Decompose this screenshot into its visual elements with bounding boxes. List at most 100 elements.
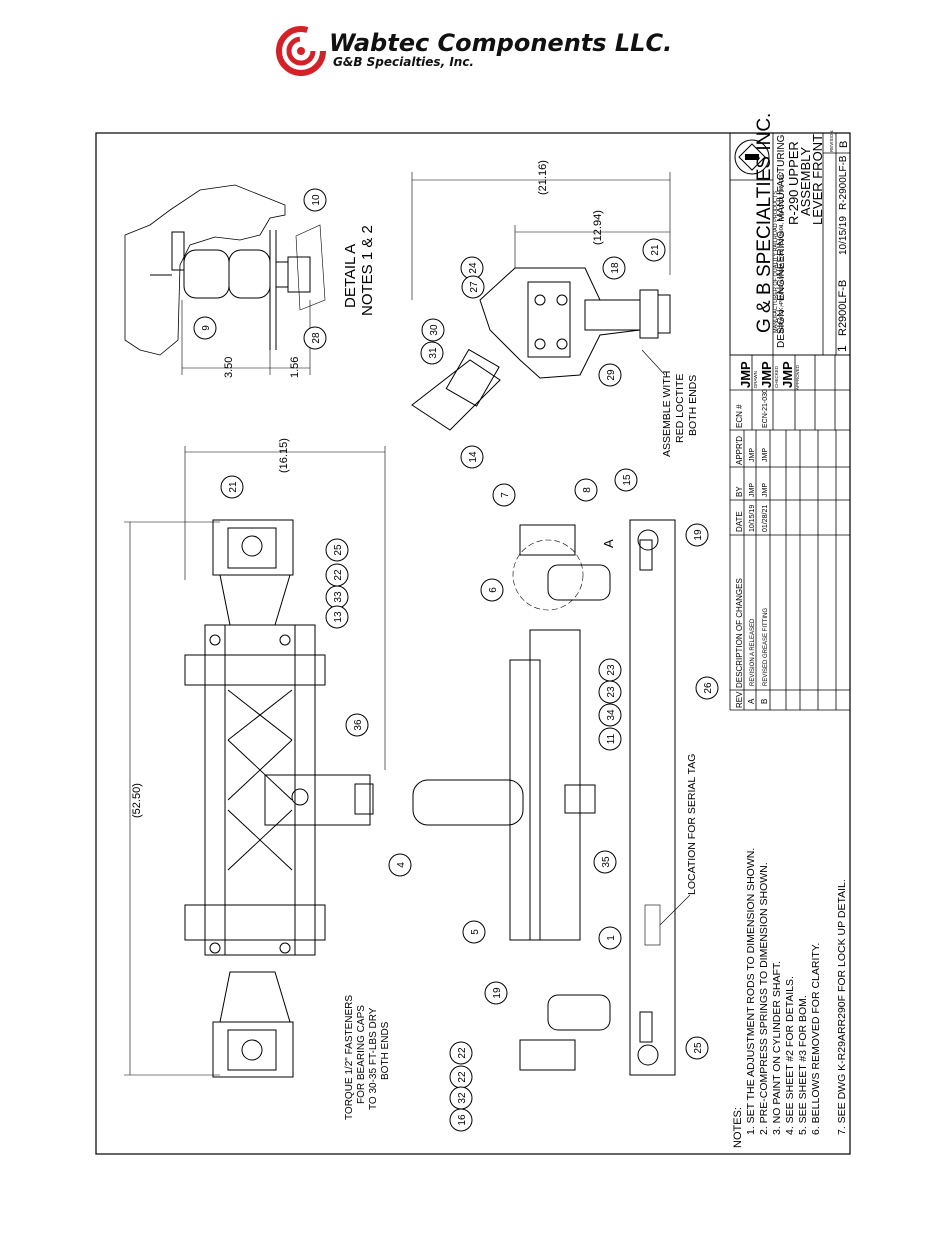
balloon-circle	[388, 853, 412, 877]
rev-b-apprd: JMP	[762, 448, 769, 462]
balloon-label: 30	[429, 324, 440, 336]
torque-line-1: TORQUE 1/2" FASTENERS	[344, 995, 355, 1120]
note-1: 1. SET THE ADJUSTMENT RODS TO DIMENSION …	[745, 848, 757, 1135]
balloon-label: 33	[333, 591, 344, 603]
balloon-circle	[574, 478, 598, 502]
balloon-circle	[421, 318, 445, 342]
balloon-label: 19	[492, 987, 503, 999]
balloon-label: 15	[622, 474, 633, 486]
balloon-label: 1	[606, 935, 617, 941]
division-name: G&B Specialties, Inc.	[333, 55, 474, 69]
balloon-label: 21	[650, 244, 661, 256]
balloon-label: 36	[353, 719, 364, 731]
note-5: 5. SEE SHEET #3 FOR BOM.	[797, 995, 809, 1135]
detail-title: DETAIL A	[342, 244, 359, 308]
approved-by: JMP	[780, 361, 795, 388]
balloon-circle	[598, 363, 622, 387]
drawn-by: JMP	[738, 361, 753, 388]
balloon-circle	[685, 523, 709, 547]
rev-header-date: DATE	[735, 511, 744, 532]
wabtec-logo-icon	[276, 26, 326, 76]
balloon-circle	[598, 703, 622, 727]
torque-line-3: TO 30-35 FT-LBS DRY	[368, 1007, 379, 1110]
balloon-label: 11	[606, 733, 617, 744]
rev-a-date: 10/15/19	[749, 505, 756, 532]
rev-header-apprd: APPR'D	[735, 436, 744, 465]
rev-a-rev: A	[747, 698, 756, 704]
torque-line-4: BOTH ENDS	[380, 1021, 391, 1080]
note-2: 2. PRE-COMPRESS SPRINGS TO DIMENSION SHO…	[758, 862, 770, 1135]
rev-a-desc: REVISION A RELEASED	[750, 618, 756, 686]
balloon-label: 29	[606, 369, 617, 381]
balloon-label: 23	[606, 686, 617, 698]
title-line-2: ASSEMBLY	[798, 147, 813, 216]
balloon-circle	[449, 1108, 473, 1132]
title-tagline: MANUFACTURER OF QUALITY RAILROAD PRODUCT…	[773, 191, 779, 333]
rev-b-rev: B	[760, 699, 769, 704]
balloon-circle	[695, 676, 719, 700]
checked-by: JMP	[759, 361, 774, 388]
date-value: 10/15/19	[838, 216, 849, 255]
revision-value: B	[838, 141, 850, 148]
balloon-label: 34	[606, 709, 617, 721]
rev-header-rev: REV	[735, 691, 744, 708]
dim-width: (16.15)	[278, 438, 290, 473]
sheet-value: 1	[835, 345, 849, 352]
dim-end-overall: (21.16)	[537, 160, 549, 195]
loctite-line-3: BOTH ENDS	[687, 375, 699, 436]
note-3: 3. NO PAINT ON CYLINDER SHAFT.	[771, 961, 783, 1135]
balloon-circle	[492, 483, 516, 507]
detail-dim-a: 3.50	[223, 357, 235, 378]
notes-block: NOTES: 1. SET THE ADJUSTMENT RODS TO DIM…	[732, 848, 848, 1148]
balloon-label: 14	[468, 451, 479, 463]
balloon-label: 23	[606, 664, 617, 676]
balloon-label: 32	[457, 1092, 468, 1104]
loctite-line-2: RED LOCTITE	[674, 374, 686, 443]
title-company: G & B SPECIALTIES INC.	[754, 113, 775, 333]
balloon-circle	[685, 1036, 709, 1060]
balloon-circle	[193, 316, 217, 340]
balloon-label: 16	[457, 1114, 468, 1126]
balloon-circle	[614, 468, 638, 492]
balloon-label: 6	[488, 587, 499, 593]
balloon-label: 26	[703, 682, 714, 694]
balloon-label: 25	[693, 1042, 704, 1054]
detail-a-view	[124, 184, 326, 375]
rev-b-by: JMP	[762, 483, 769, 497]
approved-label: APPROVED	[795, 364, 800, 390]
balloon-circle	[480, 578, 504, 602]
drawing-number-value: R2900LF-B	[837, 280, 849, 336]
rev-b-desc: REVISED GREASE FITTING	[763, 608, 769, 686]
revision-label: REVISION	[829, 130, 834, 152]
rev-b-ecn: ECN-21-030	[762, 389, 769, 428]
balloon-label: 19	[693, 529, 704, 541]
balloon-circle	[345, 713, 369, 737]
balloon-label: 27	[469, 281, 480, 293]
balloon-circle	[460, 445, 484, 469]
balloon-circle	[593, 850, 617, 874]
dim-end-partial: (12.94)	[592, 210, 604, 245]
balloon-label: 13	[333, 611, 344, 623]
balloon-circle	[220, 475, 244, 499]
balloon-circle	[602, 256, 626, 280]
rev-header-by: BY	[735, 486, 744, 497]
balloon-label: 4	[396, 862, 407, 868]
part-number-value: R-2900LF-B	[838, 155, 849, 210]
balloon-circle	[325, 605, 349, 629]
gb-logo-icon	[734, 139, 770, 175]
top-view	[124, 446, 386, 1078]
company-header: Wabtec Components LLC. G&B Specialties, …	[275, 25, 715, 77]
side-view	[412, 519, 676, 1076]
balloon-circle	[598, 926, 622, 950]
balloon-circle	[462, 920, 486, 944]
balloon-circle	[598, 680, 622, 704]
rev-a-apprd: JMP	[749, 448, 756, 462]
balloon-label: 5	[470, 929, 481, 935]
item-balloons: 1092824271821303129142178151962522331326…	[193, 188, 719, 1132]
balloon-circle	[449, 1041, 473, 1065]
balloon-label: 8	[582, 487, 593, 493]
title-design-line: DESIGN - ENGINEERING - MANUFACTURING	[776, 134, 787, 348]
view-letter: A	[601, 539, 616, 548]
loctite-line-1: ASSEMBLE WITH	[661, 371, 673, 457]
